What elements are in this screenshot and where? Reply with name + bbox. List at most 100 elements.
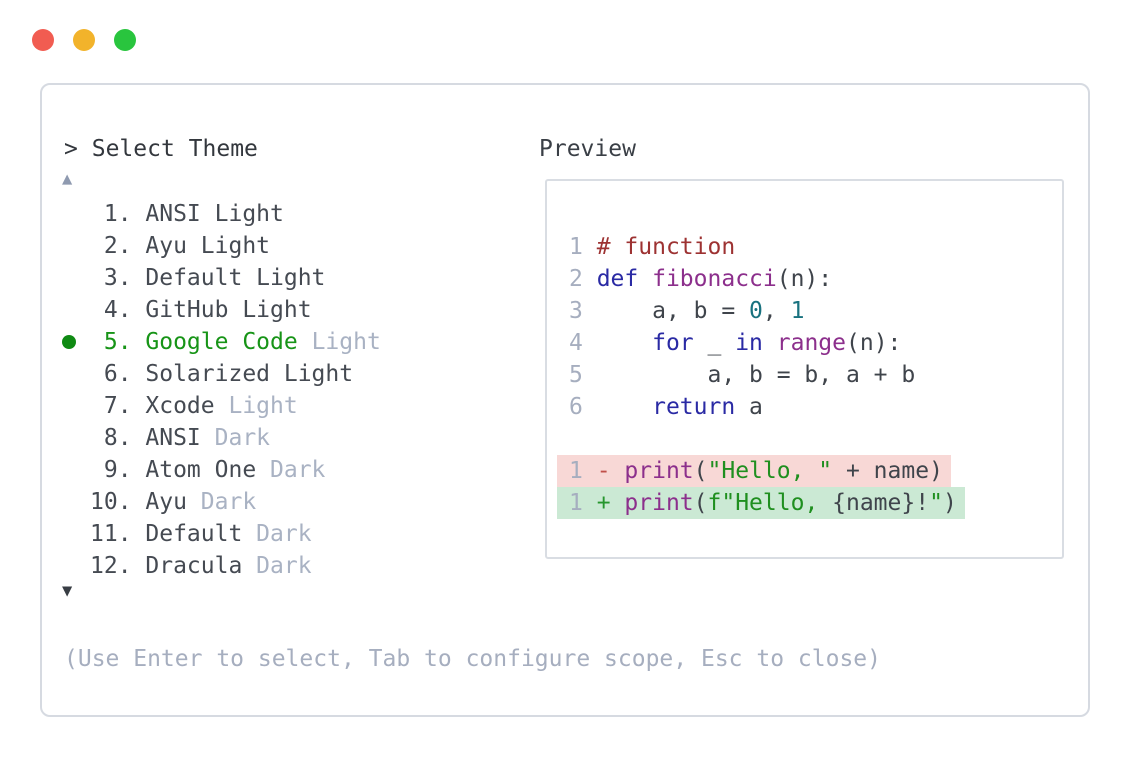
theme-item-name: Default — [145, 521, 243, 547]
theme-item-number: 5. — [90, 329, 146, 355]
code-token — [597, 394, 652, 420]
theme-item-variant: Dark — [200, 425, 271, 451]
line-number: 3 — [569, 298, 597, 324]
diff-minus-sign: - — [596, 458, 625, 484]
code-token: a, b = b, a + b — [596, 362, 916, 388]
code-line: 2 def fibonacci(n): — [569, 263, 1056, 295]
bullet-slot — [60, 390, 90, 422]
theme-item-variant: Light — [214, 393, 298, 419]
bullet-slot — [60, 294, 90, 326]
prompt-chevron: > — [64, 136, 78, 162]
keyboard-hint: (Use Enter to select, Tab to configure s… — [64, 646, 881, 672]
line-number: 4 — [569, 330, 597, 356]
theme-list-item[interactable]: 10. Ayu Dark — [42, 486, 522, 518]
theme-item-label: 1. ANSI Light — [90, 198, 284, 230]
code-token: print — [624, 458, 694, 484]
theme-item-label: 3. Default Light — [90, 262, 326, 294]
code-token: , — [762, 298, 791, 324]
theme-item-label: 10. Ayu Dark — [90, 486, 256, 518]
theme-item-label: 7. Xcode Light — [90, 390, 298, 422]
line-number: 1 — [569, 490, 597, 516]
line-number: 2 — [569, 266, 597, 292]
theme-item-number: 6. — [90, 361, 146, 387]
theme-list-item[interactable]: 6. Solarized Light — [42, 358, 522, 390]
theme-item-number: 4. — [90, 297, 146, 323]
line-number: 1 — [569, 458, 597, 484]
theme-item-name: ANSI — [145, 425, 201, 451]
theme-item-number: 10. — [90, 489, 146, 515]
code-token: _ — [693, 330, 736, 356]
theme-item-label: 2. Ayu Light — [90, 230, 270, 262]
code-token: + name) — [832, 458, 943, 484]
code-token: ( — [693, 458, 708, 484]
zoom-button[interactable] — [114, 29, 136, 51]
code-token: in — [735, 330, 763, 356]
bullet-slot — [60, 550, 90, 582]
theme-item-variant: Light — [297, 329, 381, 355]
theme-picker-panel: > Select Theme Preview ▲ 1. ANSI Light 2… — [40, 83, 1090, 717]
palette-title: > Select Theme — [64, 136, 258, 162]
page-title: Select Theme — [91, 136, 258, 162]
code-line: 4 for _ in range(n): — [569, 327, 1056, 359]
theme-item-name: Default Light — [145, 265, 326, 291]
theme-item-name: ANSI Light — [145, 201, 284, 227]
theme-item-label: 5. Google Code Light — [90, 326, 381, 358]
theme-list-item[interactable]: 4. GitHub Light — [42, 294, 522, 326]
bullet-slot — [60, 262, 90, 294]
line-number: 6 — [569, 394, 597, 420]
theme-list: 1. ANSI Light 2. Ayu Light 3. Default Li… — [42, 198, 522, 582]
code-token: (n): — [776, 266, 833, 292]
theme-item-number: 12. — [90, 553, 146, 579]
theme-item-name: Ayu — [145, 489, 187, 515]
bullet-slot — [60, 358, 90, 390]
diff-highlight-removed: 1 - print("Hello, " + name) — [557, 455, 951, 487]
bullet-slot — [60, 326, 90, 358]
code-token: f"Hello, — [707, 490, 833, 516]
code-token: ( — [693, 490, 708, 516]
code-token: print — [624, 490, 694, 516]
code-token: range — [776, 330, 846, 356]
line-number: 5 — [569, 362, 597, 388]
code-line: 6 return a — [569, 391, 1056, 423]
selected-dot-icon — [62, 335, 76, 349]
code-token: "Hello, " — [707, 458, 833, 484]
theme-item-number: 7. — [90, 393, 146, 419]
scroll-up-icon[interactable]: ▲ — [62, 169, 73, 189]
theme-list-item[interactable]: 8. ANSI Dark — [42, 422, 522, 454]
theme-item-label: 6. Solarized Light — [90, 358, 353, 390]
code-line — [569, 423, 1056, 455]
code-token: 0 — [749, 298, 763, 324]
theme-list-item[interactable]: 5. Google Code Light — [42, 326, 522, 358]
theme-item-number: 11. — [90, 521, 146, 547]
bullet-slot — [60, 422, 90, 454]
theme-list-item[interactable]: 1. ANSI Light — [42, 198, 522, 230]
code-token — [763, 330, 777, 356]
theme-item-variant: Dark — [242, 521, 312, 547]
theme-item-name: GitHub Light — [145, 297, 312, 323]
bullet-slot — [60, 518, 90, 550]
theme-list-item[interactable]: 11. Default Dark — [42, 518, 522, 550]
theme-item-name: Dracula — [145, 553, 243, 579]
theme-list-item[interactable]: 2. Ayu Light — [42, 230, 522, 262]
minimize-button[interactable] — [73, 29, 95, 51]
line-number: 1 — [569, 234, 597, 260]
theme-item-number: 9. — [90, 457, 146, 483]
theme-list-item[interactable]: 9. Atom One Dark — [42, 454, 522, 486]
theme-item-name: Solarized Light — [145, 361, 354, 387]
close-button[interactable] — [32, 29, 54, 51]
scroll-down-icon[interactable]: ▼ — [62, 581, 73, 601]
code-token: a, b = — [596, 298, 750, 324]
code-token — [638, 266, 652, 292]
window-controls — [32, 29, 136, 51]
code-token: for — [652, 330, 694, 356]
theme-item-label: 8. ANSI Dark — [90, 422, 270, 454]
theme-list-item[interactable]: 12. Dracula Dark — [42, 550, 522, 582]
theme-list-item[interactable]: 7. Xcode Light — [42, 390, 522, 422]
theme-list-item[interactable]: 3. Default Light — [42, 262, 522, 294]
theme-item-number: 8. — [90, 425, 146, 451]
diff-line-removed: 1 - print("Hello, " + name) — [557, 455, 1056, 487]
theme-item-label: 9. Atom One Dark — [90, 454, 326, 486]
diff-highlight-added: 1 + print(f"Hello, {name}!") — [557, 487, 965, 519]
